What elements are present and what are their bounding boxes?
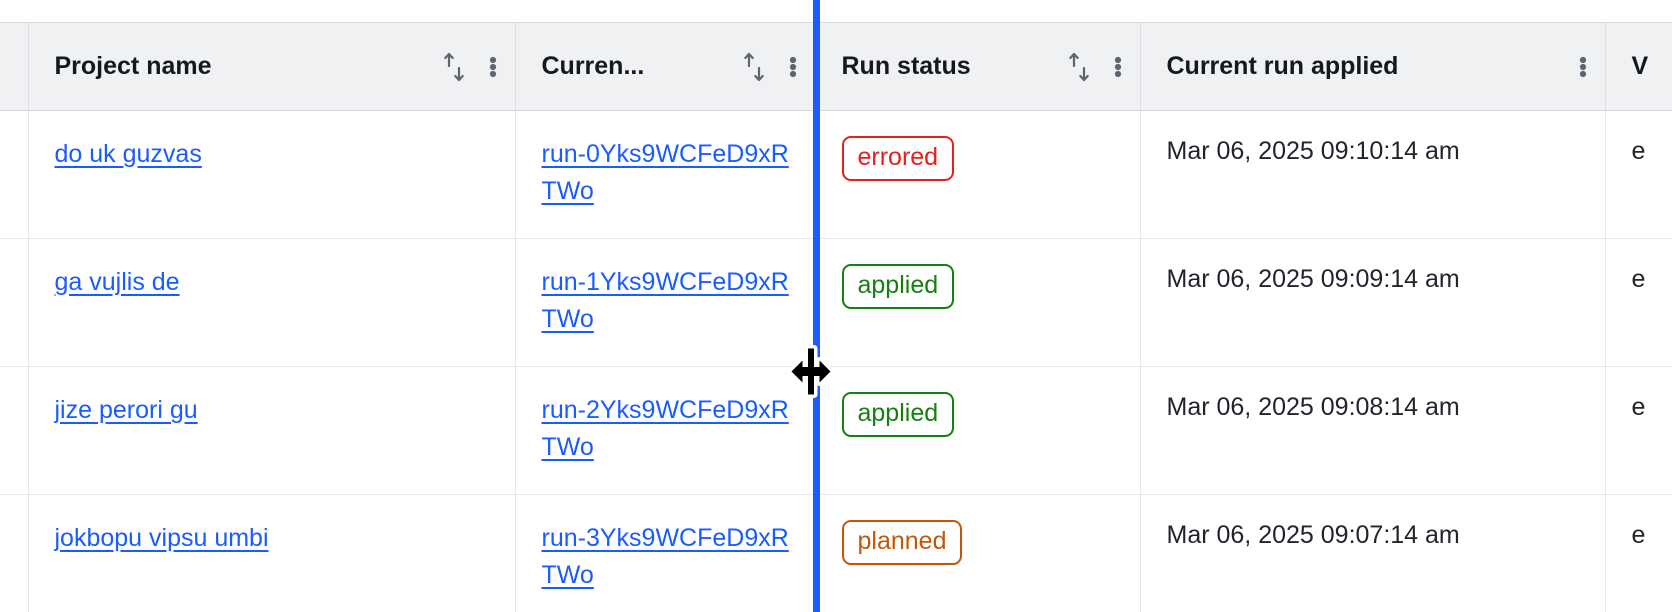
project-name-link[interactable]: jokbopu vipsu umbi — [54, 524, 269, 552]
project-name-link[interactable]: ga vujlis de — [54, 268, 180, 296]
current-run-applied-value: Mar 06, 2025 09:09:14 am — [1166, 265, 1460, 293]
row-select-cell[interactable] — [0, 366, 29, 495]
column-header-next-column[interactable]: V — [1605, 22, 1672, 111]
current-run-link[interactable]: run-0Yks9WCFeD9xRTWo — [541, 140, 789, 205]
row-select-cell[interactable] — [0, 110, 29, 239]
cell-current-run: run-0Yks9WCFeD9xRTWo — [515, 110, 816, 239]
column-header-current-run-applied[interactable]: Current run applied — [1140, 22, 1606, 111]
column-resize-indicator[interactable] — [813, 0, 820, 612]
table-row: ga vujlis de run-1Yks9WCFeD9xRTWo applie… — [0, 238, 1672, 367]
cell-current-run: run-3Yks9WCFeD9xRTWo — [515, 494, 816, 612]
cell-project-name: do uk guzvas — [28, 110, 516, 239]
cell-run-status: applied — [815, 366, 1141, 495]
column-header-current-run-label: Curren... — [541, 52, 645, 80]
table-body: do uk guzvas run-0Yks9WCFeD9xRTWo errore… — [0, 110, 1672, 612]
current-run-applied-value: Mar 06, 2025 09:08:14 am — [1166, 393, 1460, 421]
cell-current-run: run-2Yks9WCFeD9xRTWo — [515, 366, 816, 495]
projects-table: Project name — [0, 22, 1672, 612]
cell-next-column: e — [1605, 238, 1672, 367]
column-header-current-run[interactable]: Curren... — [515, 22, 816, 111]
table-header-row: Project name — [0, 22, 1672, 111]
column-header-next-column-label: V — [1631, 52, 1649, 80]
current-run-link[interactable]: run-2Yks9WCFeD9xRTWo — [541, 396, 789, 461]
sort-arrows-icon[interactable] — [1066, 50, 1092, 84]
next-column-value: e — [1631, 393, 1646, 421]
cell-run-status: planned — [815, 494, 1141, 612]
cell-current-run-applied: Mar 06, 2025 09:08:14 am — [1140, 366, 1606, 495]
cell-next-column: e — [1605, 110, 1672, 239]
column-header-project-name[interactable]: Project name — [28, 22, 516, 111]
kebab-menu-icon[interactable] — [789, 50, 797, 84]
status-badge: planned — [841, 520, 963, 565]
column-header-current-run-applied-label: Current run applied — [1166, 52, 1399, 80]
current-run-link[interactable]: run-1Yks9WCFeD9xRTWo — [541, 268, 789, 333]
current-run-applied-value: Mar 06, 2025 09:07:14 am — [1166, 521, 1460, 549]
next-column-value: e — [1631, 521, 1646, 549]
kebab-menu-icon[interactable] — [1114, 50, 1122, 84]
cell-project-name: jize perori gu — [28, 366, 516, 495]
kebab-menu-icon[interactable] — [1579, 50, 1587, 84]
table-header: Project name — [0, 22, 1672, 111]
row-select-cell[interactable] — [0, 494, 29, 612]
column-header-run-status[interactable]: Run status — [815, 22, 1141, 111]
kebab-menu-icon[interactable] — [489, 50, 497, 84]
cell-run-status: applied — [815, 238, 1141, 367]
cell-current-run-applied: Mar 06, 2025 09:10:14 am — [1140, 110, 1606, 239]
status-badge: applied — [841, 392, 955, 437]
cell-run-status: errored — [815, 110, 1141, 239]
row-select-cell[interactable] — [0, 238, 29, 367]
cell-current-run-applied: Mar 06, 2025 09:07:14 am — [1140, 494, 1606, 612]
status-badge: applied — [841, 264, 955, 309]
current-run-link[interactable]: run-3Yks9WCFeD9xRTWo — [541, 524, 789, 589]
table-row: do uk guzvas run-0Yks9WCFeD9xRTWo errore… — [0, 110, 1672, 239]
project-name-link[interactable]: jize perori gu — [54, 396, 198, 424]
status-badge: errored — [841, 136, 955, 181]
sort-arrows-icon[interactable] — [741, 50, 767, 84]
cell-project-name: jokbopu vipsu umbi — [28, 494, 516, 612]
table-row: jokbopu vipsu umbi run-3Yks9WCFeD9xRTWo … — [0, 494, 1672, 612]
cell-current-run-applied: Mar 06, 2025 09:09:14 am — [1140, 238, 1606, 367]
cell-project-name: ga vujlis de — [28, 238, 516, 367]
cell-next-column: e — [1605, 494, 1672, 612]
next-column-value: e — [1631, 137, 1646, 165]
project-name-link[interactable]: do uk guzvas — [54, 140, 202, 168]
sort-arrows-icon[interactable] — [441, 50, 467, 84]
cell-next-column: e — [1605, 366, 1672, 495]
cell-current-run: run-1Yks9WCFeD9xRTWo — [515, 238, 816, 367]
column-header-run-status-label: Run status — [841, 52, 971, 80]
column-header-project-name-label: Project name — [54, 52, 212, 80]
column-header-select — [0, 22, 29, 111]
table-row: jize perori gu run-2Yks9WCFeD9xRTWo appl… — [0, 366, 1672, 495]
current-run-applied-value: Mar 06, 2025 09:10:14 am — [1166, 137, 1460, 165]
next-column-value: e — [1631, 265, 1646, 293]
